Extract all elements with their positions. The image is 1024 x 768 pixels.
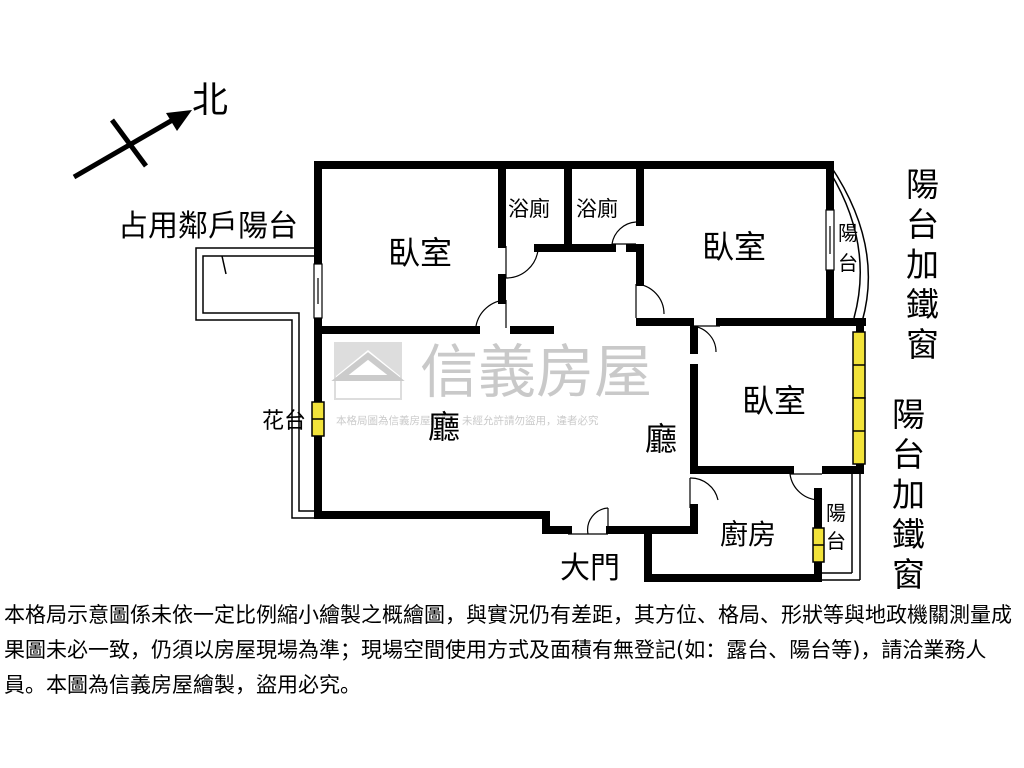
room-bath-2: 浴廁 [576, 197, 618, 221]
room-bath-1: 浴廁 [508, 197, 550, 221]
room-living-east: 廳 [645, 420, 677, 458]
disclaimer-text: 本格局示意圖係未依一定比例縮小繪製之概繪圖，與實況仍有差距，其方位、格局、形狀等… [4, 603, 1012, 697]
brand-logo-icon [331, 342, 405, 400]
iron-window-lower-char: 陽 [892, 395, 925, 434]
label-iron-window-upper: 陽 台 加 鐵 窗 [906, 165, 939, 364]
door-se-balcony [789, 473, 822, 501]
watermark-notice: 本格局圖為信義房屋繪製，未經允許請勿盜用，違者必究 [336, 414, 599, 427]
door-swings [475, 221, 822, 535]
iron-window-lower-char: 窗 [892, 555, 925, 594]
door-bedroom-ne [635, 283, 665, 318]
windows [311, 331, 866, 563]
sliding-doors [313, 209, 835, 319]
room-kitchen: 廚房 [720, 518, 776, 551]
watermark: 信義房屋 本格局圖為信義房屋繪製，未經允許請勿盜用，違者必究 [331, 338, 652, 427]
door-main-entrance [568, 507, 609, 535]
north-arrow-icon [72, 110, 192, 180]
room-balcony-se-2: 台 [826, 529, 846, 553]
se-balcony-outline [818, 470, 861, 581]
watermark-brand: 信義房屋 [420, 338, 652, 406]
room-living-west: 廳 [428, 408, 460, 446]
floor-plan: 信義房屋 本格局圖為信義房屋繪製，未經允許請勿盜用，違者必究 北 [72, 80, 939, 594]
iron-window-upper-char: 窗 [906, 325, 939, 364]
room-balcony-ne-1: 陽 [838, 221, 858, 245]
iron-window-lower-char: 台 [892, 435, 925, 474]
door-bath-1 [505, 246, 539, 279]
room-bedroom-ne: 臥室 [702, 228, 766, 266]
door-living-to-kitchen [689, 477, 719, 508]
iron-window-lower-char: 加 [892, 475, 925, 514]
label-neighbor-balcony: 占用鄰戶陽台 [118, 209, 298, 244]
label-flower-bed: 花台 [262, 409, 306, 434]
door-bedroom-nw [475, 299, 507, 328]
label-iron-window-lower: 陽 台 加 鐵 窗 [892, 395, 925, 594]
room-bedroom-e: 臥室 [742, 382, 806, 420]
room-balcony-se-1: 陽 [826, 501, 846, 525]
door-bedroom-e [689, 325, 720, 353]
label-main-door: 大門 [560, 551, 620, 586]
iron-window-upper-char: 陽 [906, 165, 939, 204]
curved-balcony-outline [829, 164, 870, 323]
neighbor-balcony-outline [195, 247, 318, 519]
compass-label: 北 [192, 80, 228, 121]
iron-window-lower-char: 鐵 [892, 515, 925, 554]
iron-window-upper-char: 台 [906, 205, 939, 244]
room-balcony-ne-2: 台 [838, 251, 858, 275]
room-bedroom-nw: 臥室 [388, 234, 452, 272]
door-bath-2 [611, 221, 637, 245]
iron-window-upper-char: 鐵 [906, 285, 939, 324]
iron-window-upper-char: 加 [906, 245, 939, 284]
